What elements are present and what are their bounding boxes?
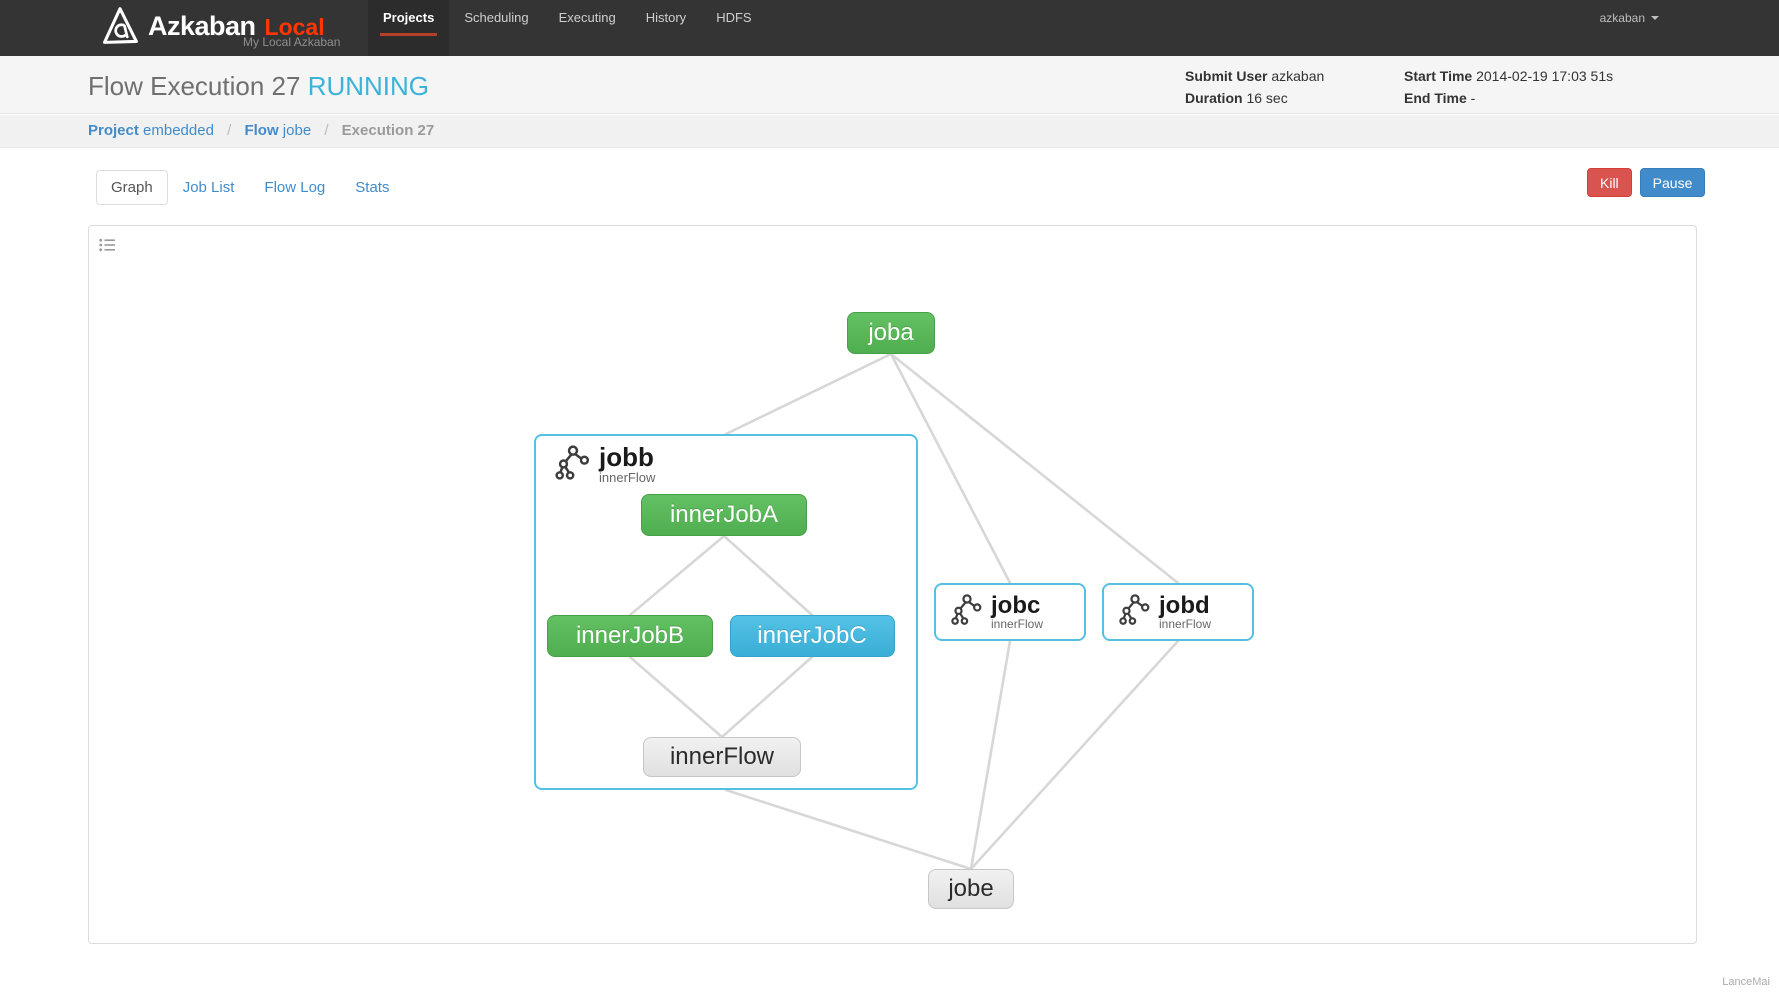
graph-edge [889, 352, 1180, 585]
nav-item-executing[interactable]: Executing [558, 10, 616, 25]
subflow-subtitle: innerFlow [599, 470, 656, 485]
subflow-icon [555, 445, 590, 480]
breadcrumb-separator: / [227, 122, 232, 139]
graph-node-innerJobC[interactable]: innerJobC [729, 615, 895, 657]
graph-edge [724, 788, 973, 871]
flow-header: Flow Execution 27 RUNNING Submit User az… [0, 56, 1779, 114]
graph-edge [724, 352, 893, 436]
page-title: Flow Execution 27 RUNNING [88, 71, 429, 102]
meta-column-right: Start Time 2014-02-19 17:03 51s End Time… [1404, 65, 1613, 109]
graph-edge [889, 352, 1012, 585]
tab-flow-log[interactable]: Flow Log [264, 179, 326, 196]
graph-edge [628, 655, 724, 739]
breadcrumb-project-label[interactable]: Project [88, 122, 139, 139]
nav-item-label: Projects [383, 10, 435, 25]
breadcrumb-flow-value[interactable]: jobe [282, 122, 312, 139]
nav-item-projects[interactable]: Projects [368, 0, 450, 56]
caret-down-icon [1651, 16, 1659, 20]
subflow-title: jobc [991, 592, 1041, 619]
subflow-title: jobb [599, 442, 654, 472]
subflow-icon [951, 594, 982, 625]
breadcrumb-project-value[interactable]: embedded [143, 122, 214, 139]
tab-stats[interactable]: Stats [355, 179, 390, 196]
brand[interactable]: Azkaban Local My Local Azkaban [100, 5, 340, 49]
active-nav-underline [380, 33, 438, 36]
graph-edge [969, 639, 1012, 871]
meta-value: 16 sec [1246, 90, 1288, 106]
breadcrumb-flow-label[interactable]: Flow [244, 122, 279, 139]
user-menu[interactable]: azkaban [1600, 0, 1659, 36]
subflow-title: jobd [1159, 592, 1210, 619]
graph-node-innerFlow[interactable]: innerFlow [643, 737, 801, 777]
meta-submit-user: Submit User azkaban [1185, 65, 1324, 87]
subflow-subtitle: innerFlow [1159, 617, 1212, 631]
main-nav: Projects Scheduling Executing History HD… [368, 0, 767, 56]
graph-node-joba[interactable]: joba [847, 312, 935, 354]
page-title-text: Flow Execution 27 [88, 71, 301, 101]
brand-subtitle: My Local Azkaban [243, 35, 341, 49]
meta-value: azkaban [1271, 68, 1325, 84]
graph-node-innerJobB[interactable]: innerJobB [547, 615, 713, 657]
breadcrumb-current: Execution 27 [341, 122, 435, 139]
nav-item-scheduling[interactable]: Scheduling [464, 10, 529, 25]
breadcrumb-band: Project embedded / Flow jobe / Execution… [0, 115, 1779, 148]
graph-edges [628, 352, 1180, 871]
kill-button[interactable]: Kill [1587, 168, 1632, 197]
meta-label: Submit User [1185, 68, 1268, 84]
pause-button[interactable]: Pause [1639, 168, 1706, 197]
nav-item-hdfs[interactable]: HDFS [716, 10, 752, 25]
nav-item-history[interactable]: History [645, 10, 687, 25]
meta-start-time: Start Time 2014-02-19 17:03 51s [1404, 65, 1613, 87]
subflow-icon [1119, 594, 1150, 625]
watermark: LanceMai [1722, 976, 1770, 988]
azkaban-logo-icon [103, 7, 138, 44]
flow-status-badge: RUNNING [307, 71, 430, 101]
subflow-subtitle: innerFlow [991, 617, 1044, 631]
graph-edge [628, 534, 726, 617]
top-navbar: Azkaban Local My Local Azkaban Projects … [0, 0, 1779, 56]
graph-node-jobe[interactable]: jobe [928, 869, 1014, 909]
flow-actions: Kill Pause [1587, 168, 1706, 197]
breadcrumb-separator: / [324, 122, 329, 139]
breadcrumb: Project embedded / Flow jobe / Execution… [88, 122, 434, 139]
tab-job-list[interactable]: Job List [182, 179, 235, 196]
graph-edge [720, 655, 814, 739]
meta-label: Duration [1185, 90, 1243, 106]
graph-edge [969, 639, 1180, 871]
meta-column-left: Submit User azkaban Duration 16 sec [1185, 65, 1324, 109]
meta-value: - [1470, 90, 1476, 106]
meta-duration: Duration 16 sec [1185, 87, 1324, 109]
meta-end-time: End Time - [1404, 87, 1613, 109]
tabs: Graph Job List Flow Log Stats [96, 170, 404, 205]
graph-options-icon[interactable] [99, 238, 116, 252]
brand-name: Azkaban [148, 11, 256, 41]
user-name: azkaban [1599, 11, 1645, 25]
meta-label: Start Time [1404, 68, 1473, 84]
brand-accent: Local [264, 14, 325, 40]
meta-label: End Time [1404, 90, 1467, 106]
tab-graph[interactable]: Graph [96, 170, 168, 205]
meta-value: 2014-02-19 17:03 51s [1476, 68, 1614, 84]
graph-edge [722, 534, 814, 617]
graph-node-innerJobA[interactable]: innerJobA [641, 494, 807, 536]
